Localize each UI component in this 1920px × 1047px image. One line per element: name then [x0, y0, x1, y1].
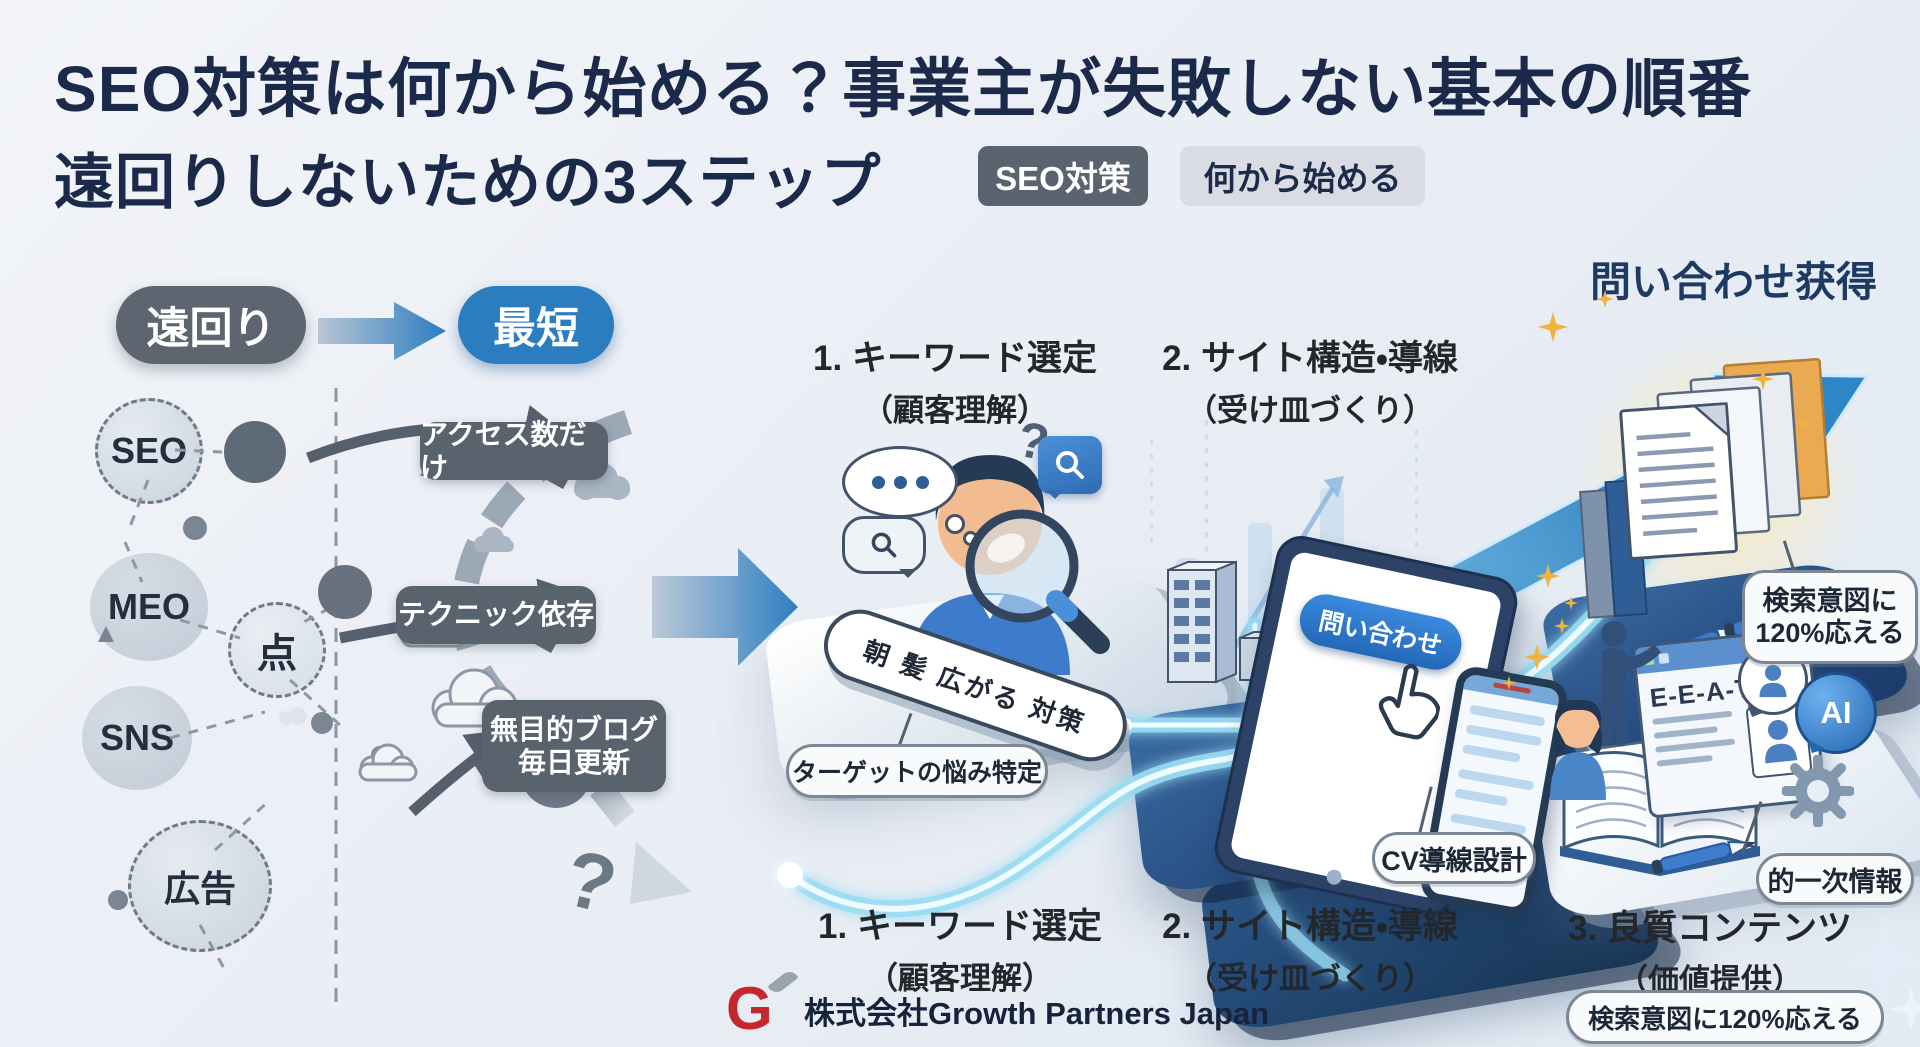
- transition-arrow-icon: [652, 548, 798, 666]
- hand-cursor-icon: [1378, 663, 1441, 740]
- step1-callout: ターゲットの悩み特定: [786, 744, 1048, 798]
- woman-figure-icon: [1550, 699, 1606, 800]
- magnifier-icon: [871, 532, 897, 558]
- keyword-badge-seo: SEO対策: [978, 146, 1148, 206]
- magnifying-glass-icon: [965, 509, 1110, 654]
- gear-icon: [1782, 755, 1854, 827]
- logo-leaf-icon: [767, 968, 799, 996]
- step2-heading-top: 2. サイト構造・導線 （受け皿づくり）: [1162, 339, 1458, 428]
- page-title-line2: 遠回りしないための3ステップ: [54, 149, 882, 216]
- channel-node-seo: SEO: [95, 398, 203, 504]
- step1-heading-top: 1. キーワード選定 （顧客理解）: [813, 339, 1097, 428]
- inquiry-cta-button: 問い合わせ: [1295, 589, 1467, 675]
- page-title-line1: SEO対策は何から始める？事業主が失敗しない基本の順番: [54, 53, 1753, 125]
- magnifier-icon: [1056, 451, 1084, 479]
- search-speech-bubble-blue: [1038, 436, 1102, 499]
- detour-pill: 遠回り: [116, 286, 306, 364]
- goal-label: 問い合わせ获得: [1590, 259, 1877, 305]
- keyword-badge-start: 何から始める: [1180, 146, 1425, 206]
- footer-brand: G 株式会社Growth Partners Japan: [726, 968, 1270, 1040]
- person-icon: [1759, 664, 1787, 698]
- pitfall-bubble-technique: テクニック依存: [396, 586, 596, 644]
- company-name: 株式会社Growth Partners Japan: [804, 995, 1270, 1031]
- detour-to-shortest-arrow-icon: [318, 302, 446, 360]
- person-icon: [1765, 719, 1798, 764]
- company-logo-icon: G: [726, 968, 799, 1040]
- eeat-browser-window: E-E-A-T: [1631, 627, 1827, 819]
- pitfall-bubble-access: アクセス数だけ: [420, 419, 608, 483]
- diamond-sparkle-icon: [1890, 988, 1920, 1030]
- channel-node-ads: 広告: [128, 820, 272, 952]
- step3-intent-callout: 検索意図に 120%応える: [1742, 570, 1918, 664]
- thought-bubble-dots-icon: [842, 446, 958, 518]
- shortest-pill: 最短: [458, 286, 614, 364]
- pitfall-bubble-blog: 無目的ブログ 毎日更新: [482, 700, 666, 792]
- step3-primary-info-callout: 的一次情報: [1756, 853, 1914, 905]
- search-speech-bubble-light: [842, 516, 926, 578]
- step3-intent-callout-bottom: 検索意図に120%応える: [1566, 990, 1884, 1044]
- profile-card: [1745, 700, 1813, 779]
- step3-heading-bottom: 3. 良質コンテンツ （価値提供）: [1568, 909, 1852, 998]
- channel-node-meo: MEO: [90, 553, 208, 661]
- ai-bubble: AI: [1795, 672, 1877, 754]
- step2-callout: CV導線設計: [1372, 832, 1536, 884]
